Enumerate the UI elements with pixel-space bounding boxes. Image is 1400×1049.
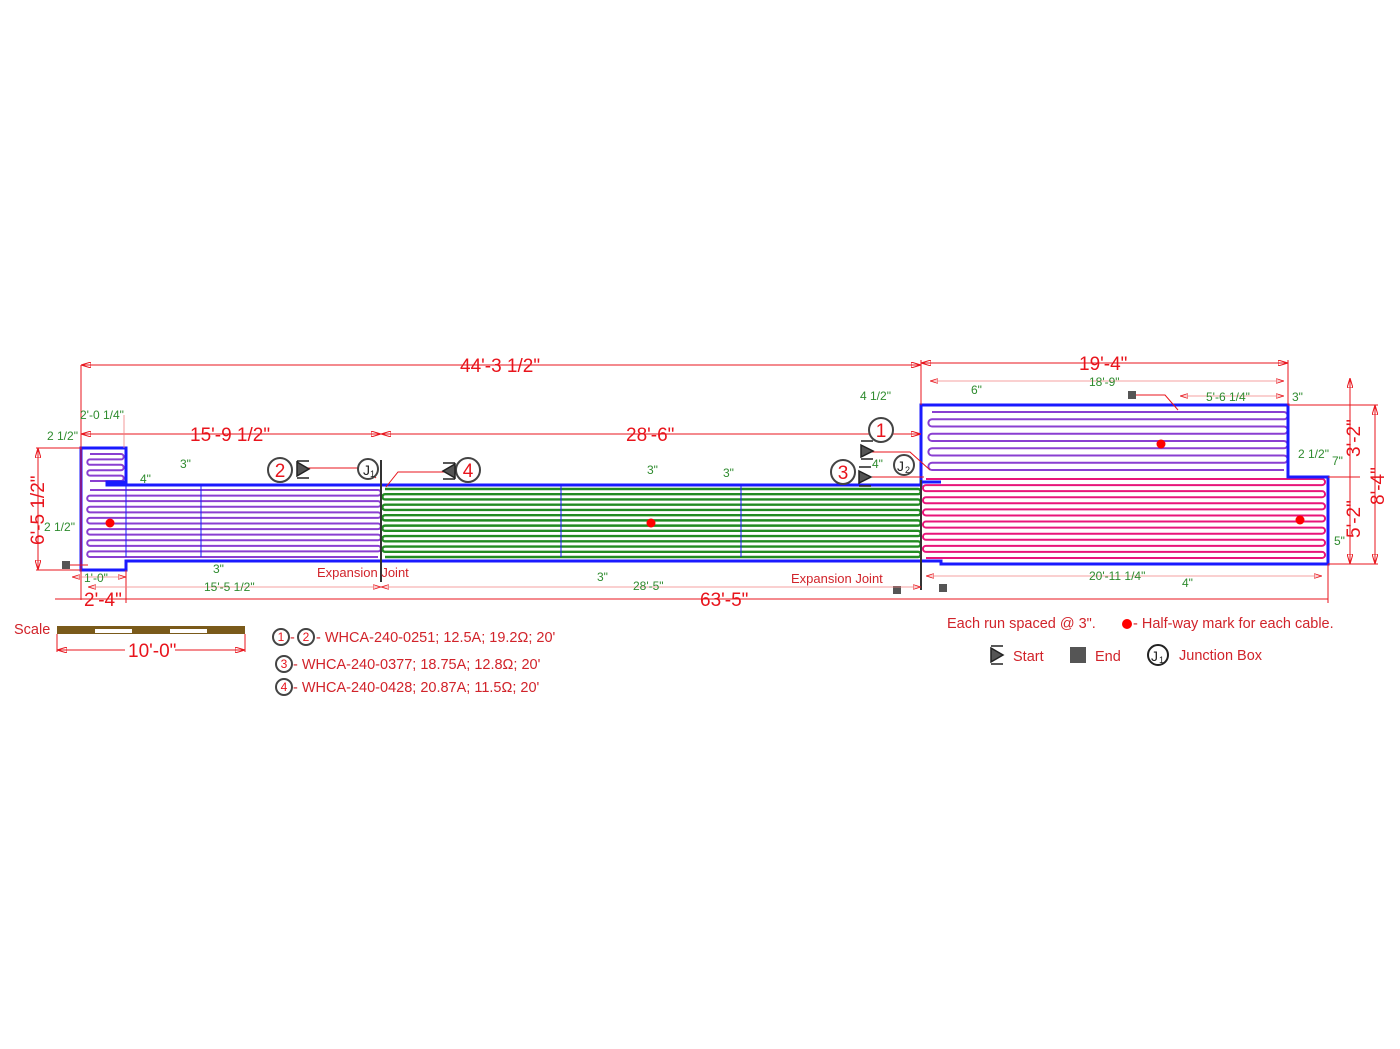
spacing-note: Each run spaced @ 3". <box>947 616 1096 632</box>
sub-dim: 2 1/2" <box>44 520 75 534</box>
svg-text:3: 3 <box>838 463 849 484</box>
dim-left-height: 6'-5 1/2" <box>28 475 49 545</box>
cable-marker-4: 4 <box>441 457 481 483</box>
sub-dim: 5" <box>1334 534 1345 548</box>
start-legend-label: Start <box>1013 649 1044 665</box>
sub-dim: 2 1/2" <box>47 429 78 443</box>
halfway-legend-icon <box>1122 619 1132 629</box>
sub-dim: 4" <box>872 457 883 471</box>
sub-dim: 7" <box>1332 454 1343 468</box>
sub-dim: 3" <box>213 562 224 576</box>
dim-overall-bottom: 63'-5" <box>700 590 748 611</box>
svg-text:2: 2 <box>303 630 310 644</box>
dim-middle-section: 28'-6" <box>626 425 674 446</box>
sub-dim: 3" <box>723 466 734 480</box>
end-markers <box>62 391 1136 594</box>
halfway-mark <box>1295 515 1305 525</box>
dim-overall-top: 44'-3 1/2" <box>460 356 540 377</box>
dim-left-section: 15'-9 1/2" <box>190 425 270 446</box>
svg-text:4: 4 <box>281 680 288 694</box>
end-legend-label: End <box>1095 649 1121 665</box>
cable-run-2 <box>86 489 382 558</box>
svg-text:1: 1 <box>370 469 375 479</box>
sub-dim: 4 1/2" <box>860 389 891 403</box>
scale-length: 10'-0" <box>128 641 176 662</box>
dim-right-total-height: 8'-4" <box>1368 467 1389 505</box>
cable-run-3 <box>922 478 1326 559</box>
start-icon <box>858 466 873 487</box>
svg-text:- WHCA-240-0251; 12.5A; 19.2Ω;: - WHCA-240-0251; 12.5A; 19.2Ω; 20' <box>316 630 556 646</box>
halfway-marks <box>105 439 1305 528</box>
svg-text:2: 2 <box>275 461 286 482</box>
sub-dim: 1'-0" <box>84 571 108 585</box>
dim-right-lower-height: 5'-2" <box>1344 500 1365 538</box>
halfway-note: - Half-way mark for each cable. <box>1133 616 1334 632</box>
halfway-mark <box>105 518 115 528</box>
sub-dim: 3" <box>180 457 191 471</box>
end-icon <box>893 586 901 594</box>
dim-left-bottom: 2'-4" <box>84 590 122 611</box>
expansion-joint-label: Expansion Joint <box>791 571 883 586</box>
svg-text:J: J <box>897 458 904 474</box>
svg-text:J: J <box>363 462 370 478</box>
start-legend-icon <box>990 645 1005 665</box>
svg-text:J: J <box>1151 648 1158 664</box>
start-icon <box>296 460 311 479</box>
junction-legend-icon <box>1147 644 1169 666</box>
sub-dim: 28'-5" <box>633 579 664 593</box>
cable-run-1 <box>927 411 1289 471</box>
sub-dim: 2 1/2" <box>1298 447 1329 461</box>
sub-dim: 3" <box>647 463 658 477</box>
cable-spec-3: 3 - WHCA-240-0377; 18.75A; 12.8Ω; 20' <box>275 655 541 673</box>
cable-marker-3: 3 <box>830 459 873 487</box>
cable-spec-1-2: 1 - 2 - WHCA-240-0251; 12.5A; 19.2Ω; 20' <box>272 628 556 646</box>
scale-label: Scale <box>14 622 50 638</box>
svg-text:1: 1 <box>876 421 887 442</box>
end-icon <box>62 561 70 569</box>
svg-text:1: 1 <box>278 630 285 644</box>
cable-marker-2: 2 <box>267 457 311 483</box>
start-icon <box>441 462 456 480</box>
sub-dim: 3" <box>597 570 608 584</box>
dim-right-top: 19'-4" <box>1079 354 1127 375</box>
junction-legend-label: Junction Box <box>1179 648 1263 664</box>
end-legend-icon <box>1070 647 1086 663</box>
end-icon <box>1128 391 1136 399</box>
svg-text:- WHCA-240-0377; 18.75A; 12.8Ω: - WHCA-240-0377; 18.75A; 12.8Ω; 20' <box>293 657 541 673</box>
svg-text:- WHCA-240-0428; 20.87A; 11.5Ω: - WHCA-240-0428; 20.87A; 11.5Ω; 20' <box>293 680 540 696</box>
halfway-mark <box>1156 439 1166 449</box>
start-icon <box>860 440 875 460</box>
svg-text:1: 1 <box>1159 655 1164 665</box>
cable-marker-1: 1 <box>860 417 894 460</box>
sub-dim: 2'-0 1/4" <box>80 408 124 422</box>
guide-lines <box>125 482 742 557</box>
svg-text:3: 3 <box>281 657 288 671</box>
svg-text:2: 2 <box>905 465 910 475</box>
cable-spec-4: 4 - WHCA-240-0428; 20.87A; 11.5Ω; 20' <box>275 678 540 696</box>
end-icon <box>939 584 947 592</box>
sub-dim: 4" <box>140 472 151 486</box>
sub-dim: 5'-6 1/4" <box>1206 390 1250 404</box>
sub-dim: 3" <box>1292 390 1303 404</box>
sub-dim: 20'-11 1/4" <box>1089 569 1145 583</box>
sub-dimension-lines <box>72 381 1322 587</box>
slab-outline <box>79 403 1330 572</box>
dim-right-upper-height: 3'-2" <box>1344 419 1365 457</box>
svg-text:4: 4 <box>463 461 474 482</box>
sub-dim: 15'-5 1/2" <box>204 580 255 594</box>
svg-text:-: - <box>290 630 295 646</box>
sub-dim: 6" <box>971 383 982 397</box>
sub-dim: 18'-9" <box>1089 375 1120 389</box>
expansion-joint-label: Expansion Joint <box>317 565 409 580</box>
sub-dim: 4" <box>1182 576 1193 590</box>
dimension-lines <box>36 360 1378 603</box>
halfway-mark <box>646 518 656 528</box>
cable-run-2-tab <box>86 453 125 482</box>
